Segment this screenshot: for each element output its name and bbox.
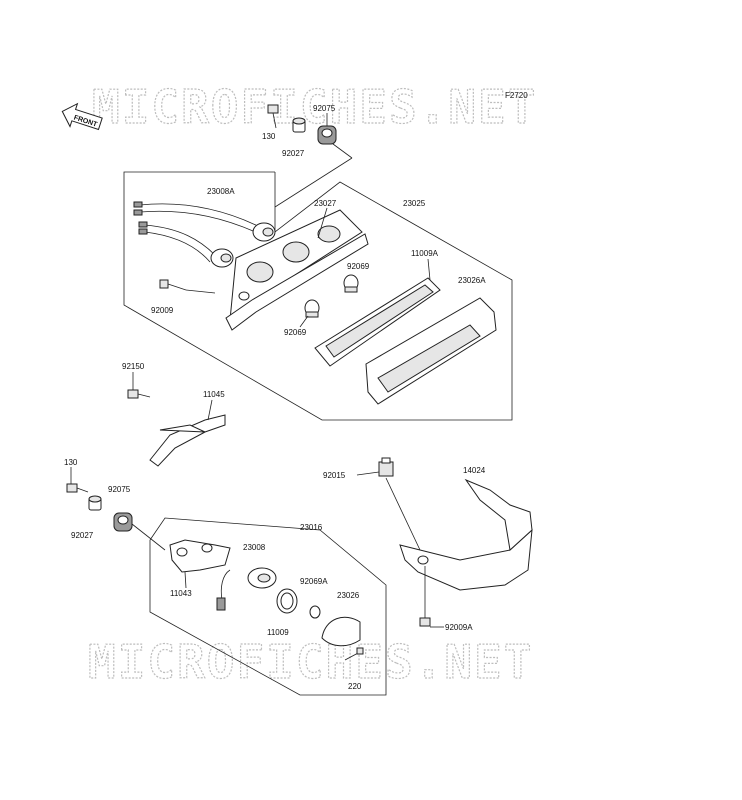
- bolt-92150: [127, 389, 151, 399]
- label-92069a: 92069A: [300, 577, 328, 586]
- label-11043: 11043: [170, 589, 192, 598]
- label-92069-lower: 92069: [284, 328, 307, 337]
- screw-220: [344, 647, 364, 661]
- lens-23026a: [365, 297, 497, 405]
- label-92150: 92150: [122, 362, 145, 371]
- assembly-outline-upper: [123, 171, 513, 421]
- label-11009: 11009: [267, 628, 289, 637]
- label-14024: 14024: [463, 466, 486, 475]
- label-130-top: 130: [262, 132, 276, 141]
- wire-harness-23008a: [133, 201, 276, 268]
- socket-23008: [216, 567, 277, 611]
- label-23025: 23025: [403, 199, 426, 208]
- label-11045: 11045: [203, 390, 225, 399]
- screw-130-bottom: [66, 483, 89, 493]
- label-11009a: 11009A: [411, 249, 439, 258]
- bracket-11045: [149, 414, 226, 467]
- gasket-11009: [276, 588, 298, 614]
- label-92009a: 92009A: [445, 623, 473, 632]
- bulb-92069-right: [343, 274, 359, 293]
- label-23008a: 23008A: [207, 187, 235, 196]
- label-130-bottom: 130: [64, 458, 78, 467]
- bracket-11043: [169, 539, 231, 573]
- label-92075-top: 92075: [313, 104, 336, 113]
- figure-code: F2720: [505, 91, 528, 100]
- label-92069-right: 92069: [347, 262, 370, 271]
- grommet-92075-bottom: [113, 512, 133, 532]
- label-92015: 92015: [323, 471, 346, 480]
- nut-92015: [378, 457, 394, 477]
- bolt-92009a: [419, 566, 431, 627]
- label-92027-top: 92027: [282, 149, 305, 158]
- bulb-92069a: [309, 605, 321, 619]
- label-23026: 23026: [337, 591, 360, 600]
- assembly-outline-lower: [149, 517, 387, 696]
- watermark-top: MICROFICHES.NET: [92, 80, 537, 134]
- lamp-housing-23027: [225, 209, 369, 331]
- label-92009: 92009: [151, 306, 174, 315]
- grommet-92075-top: [317, 125, 337, 145]
- collar-92027-top: [292, 117, 306, 133]
- screw-130-top: [267, 104, 279, 129]
- collar-92027-bottom: [88, 495, 102, 511]
- gasket-11009a: [314, 277, 441, 367]
- label-92075-bottom: 92075: [108, 485, 131, 494]
- label-23027: 23027: [314, 199, 337, 208]
- screw-92009: [159, 279, 187, 291]
- label-23008: 23008: [243, 543, 266, 552]
- lens-23026: [321, 616, 361, 647]
- guard-14024: [399, 478, 533, 591]
- label-23026a: 23026A: [458, 276, 486, 285]
- label-220: 220: [348, 682, 362, 691]
- label-92027-bottom: 92027: [71, 531, 94, 540]
- watermark-bottom: MICROFICHES.NET: [88, 635, 533, 689]
- bulb-92069-lower: [304, 299, 320, 318]
- label-23016: 23016: [300, 523, 323, 532]
